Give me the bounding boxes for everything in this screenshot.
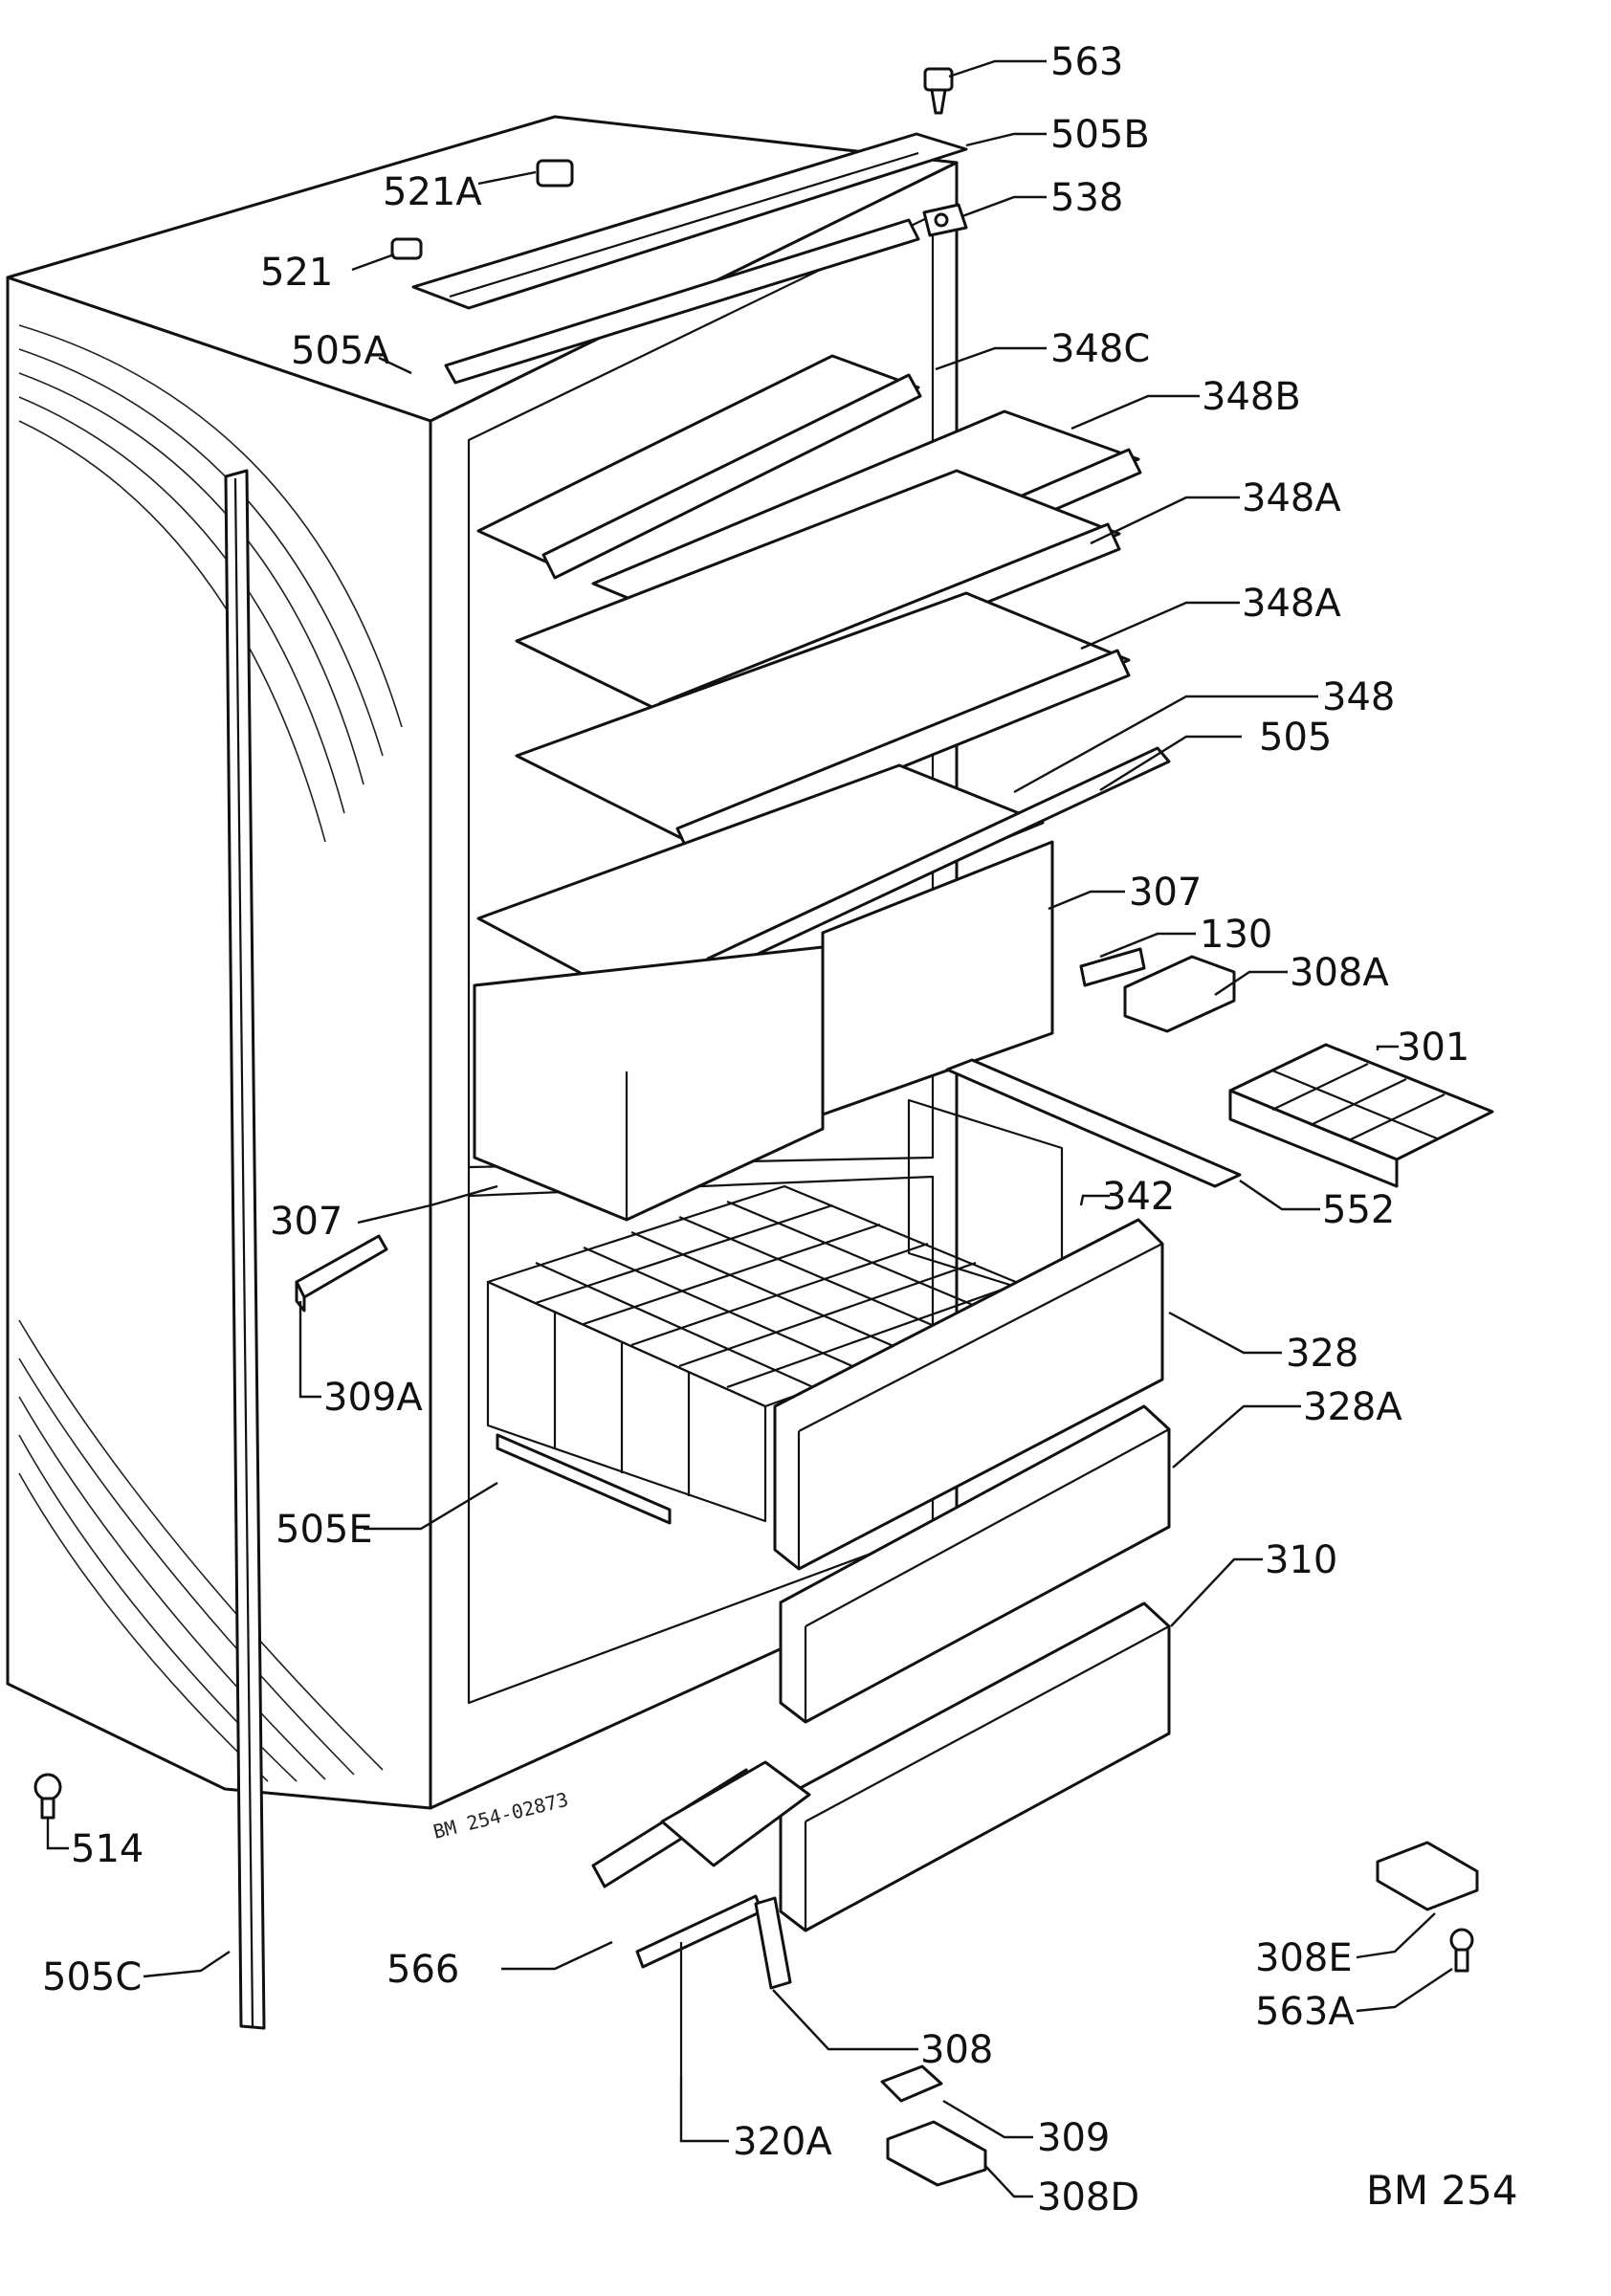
callout-328A: 328A bbox=[1303, 1385, 1402, 1429]
callout-308: 308 bbox=[920, 2028, 993, 2072]
callout-348B: 348B bbox=[1202, 375, 1301, 419]
callout-301: 301 bbox=[1397, 1026, 1469, 1070]
top-clip bbox=[390, 237, 423, 260]
top-hinge-cover bbox=[411, 132, 968, 310]
crisper-drawer-right bbox=[821, 840, 1054, 1116]
foot-screw-514 bbox=[33, 1773, 62, 1820]
cap-309 bbox=[880, 2064, 943, 2103]
callout-342: 342 bbox=[1102, 1175, 1175, 1219]
callout-538: 538 bbox=[1050, 176, 1123, 220]
callout-552: 552 bbox=[1322, 1188, 1395, 1232]
crisper-drawer-left bbox=[473, 945, 825, 1222]
hinge-pin bbox=[923, 67, 954, 115]
callout-505E: 505E bbox=[276, 1508, 373, 1552]
leader-lines bbox=[46, 59, 1453, 2198]
top-trim-strip bbox=[444, 218, 920, 385]
diagram-reference: BM 254 bbox=[1366, 2167, 1518, 2214]
glass-shelf-348 bbox=[476, 763, 1045, 997]
callout-348C: 348C bbox=[1050, 327, 1150, 371]
freezer-flap-328 bbox=[773, 1218, 1164, 1571]
freezer-front-328A bbox=[779, 1404, 1171, 1724]
callout-348A-upper: 348A bbox=[1242, 476, 1341, 520]
door-gasket bbox=[224, 469, 266, 2030]
callout-307-right: 307 bbox=[1129, 871, 1202, 915]
callout-309A: 309A bbox=[323, 1376, 423, 1420]
callout-348: 348 bbox=[1322, 675, 1395, 719]
glass-shelf-348C bbox=[476, 354, 922, 580]
hinge-part-320A bbox=[635, 1894, 763, 2076]
door-stop-309A bbox=[295, 1234, 388, 1313]
callout-521: 521 bbox=[260, 251, 333, 295]
callout-514: 514 bbox=[71, 1827, 143, 1871]
glass-shelf-348A-lower bbox=[515, 591, 1131, 855]
callout-309: 309 bbox=[1037, 2116, 1110, 2160]
hinge-plate-308A bbox=[1123, 955, 1236, 1033]
callout-505A: 505A bbox=[291, 329, 390, 373]
callout-328: 328 bbox=[1286, 1332, 1358, 1376]
callout-566: 566 bbox=[386, 1948, 459, 1992]
ice-tray bbox=[1228, 1043, 1494, 1188]
bracket-130 bbox=[1079, 947, 1146, 987]
callout-521A: 521A bbox=[383, 170, 482, 214]
ice-tray-rail bbox=[945, 1058, 1242, 1188]
freezer-front-310 bbox=[779, 1601, 1171, 1932]
callout-563A: 563A bbox=[1255, 1990, 1355, 2034]
callout-310: 310 bbox=[1265, 1538, 1337, 1582]
callout-348A-lower: 348A bbox=[1242, 582, 1341, 626]
callout-308D: 308D bbox=[1037, 2175, 1139, 2219]
hinge-bracket bbox=[922, 203, 968, 237]
callout-130: 130 bbox=[1200, 913, 1272, 957]
callout-labels: 563 505B 538 521A 521 505A 348C 348B 348… bbox=[42, 40, 1469, 2219]
callout-505C: 505C bbox=[42, 1955, 142, 1999]
callout-505: 505 bbox=[1259, 716, 1332, 760]
callout-320A: 320A bbox=[733, 2120, 832, 2164]
callout-307-left: 307 bbox=[270, 1200, 342, 1244]
top-cap bbox=[536, 159, 574, 188]
basket-rail-505E bbox=[496, 1433, 672, 1525]
hinge-308 bbox=[754, 1896, 792, 1990]
callout-563: 563 bbox=[1050, 40, 1123, 84]
bracket-308D bbox=[886, 2120, 987, 2187]
thermostat-knob-566 bbox=[591, 1760, 811, 1888]
callout-308A: 308A bbox=[1290, 951, 1389, 995]
callout-308E: 308E bbox=[1255, 1936, 1353, 1980]
screw-563A bbox=[1449, 1928, 1474, 1973]
bracket-308E bbox=[1376, 1841, 1479, 1911]
callout-505B: 505B bbox=[1050, 113, 1150, 157]
